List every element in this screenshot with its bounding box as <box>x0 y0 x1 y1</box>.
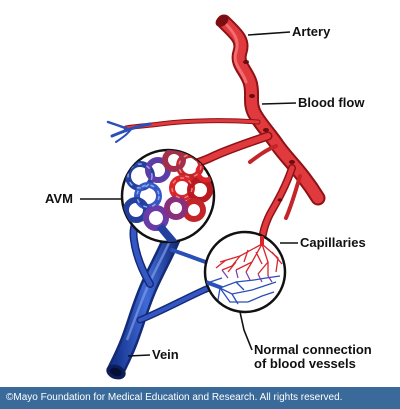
vessel-illustration <box>80 14 326 380</box>
vein-label: Vein <box>152 347 179 362</box>
capillary-network <box>203 230 287 314</box>
avm-tangle <box>120 148 216 244</box>
normal-connection-label-line1: Normal connection <box>254 342 372 357</box>
blood-flow-label: Blood flow <box>298 95 365 110</box>
small-vein-twig <box>106 120 152 143</box>
capillaries-label: Capillaries <box>300 235 366 250</box>
normal-connection-label-line2: of blood vessels <box>254 356 356 371</box>
copyright-footer: ©Mayo Foundation for Medical Education a… <box>0 387 400 409</box>
artery-vessels <box>123 14 326 248</box>
artery-label: Artery <box>292 24 331 39</box>
label-leaders <box>80 31 298 357</box>
avm-label: AVM <box>45 191 73 206</box>
